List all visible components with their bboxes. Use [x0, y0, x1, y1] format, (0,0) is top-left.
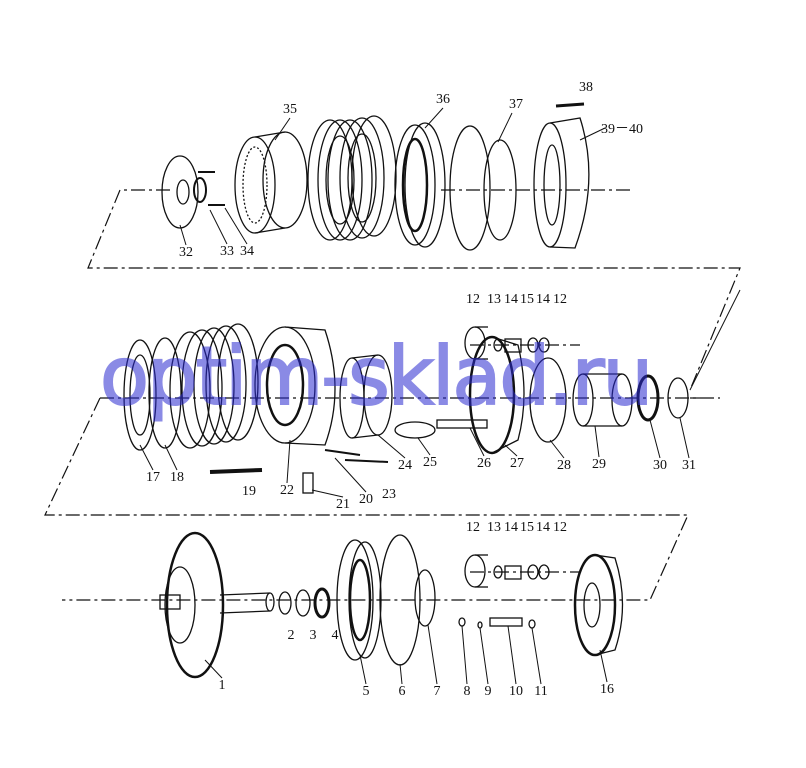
part-label-24: 24: [398, 458, 412, 473]
part-label-26: 26: [477, 456, 491, 471]
planet-gear-assembly-middle: [464, 326, 550, 360]
part-label-8: 8: [463, 684, 471, 699]
part-label-7: 7: [433, 684, 441, 699]
section-boundaries: [44, 189, 741, 601]
leader-lines: [139, 107, 741, 685]
part-26-pin: [436, 419, 488, 429]
part-label-12c: 12: [466, 520, 480, 535]
part-label-36: 36: [436, 92, 450, 107]
part-17-18-plates: [123, 337, 182, 451]
part-label-17: 17: [146, 470, 160, 485]
part-label-5: 5: [362, 684, 370, 699]
part-label-39-40: 39－40: [601, 122, 643, 137]
part-label-19: 19: [242, 484, 256, 499]
part-label-12a: 12: [466, 292, 480, 307]
part-label-14c: 14: [504, 520, 518, 535]
part-30-31-seals: [636, 374, 689, 422]
part-label-3: 3: [309, 628, 317, 643]
part-37-seals: [449, 125, 517, 251]
part-8-11-small-parts: [458, 617, 536, 629]
part-label-14a: 14: [504, 292, 518, 307]
part-label-13a: 13: [487, 292, 501, 307]
part-label-16: 16: [600, 682, 614, 697]
part-19-spring: [209, 468, 263, 474]
part-35-ring-gear: [234, 131, 308, 234]
part-label-12d: 12: [553, 520, 567, 535]
part-2-3-4-rings: [278, 587, 331, 619]
part-label-32: 32: [179, 245, 193, 260]
part-label-18: 18: [170, 470, 184, 485]
part-label-35: 35: [283, 102, 297, 117]
part-label-37: 37: [509, 97, 523, 112]
part-36-piston: [394, 122, 446, 248]
part-label-9: 9: [484, 684, 492, 699]
watermark: optim-sklad.ru: [99, 329, 654, 424]
part-label-30: 30: [653, 458, 667, 473]
part-16-carrier: [573, 553, 624, 657]
part-label-11: 11: [534, 684, 548, 699]
clutch-discs-middle: [169, 323, 259, 449]
part-20-21-23-pins: [302, 449, 389, 494]
part-label-15a: 15: [520, 292, 534, 307]
part-label-22: 22: [280, 483, 294, 498]
clutch-discs-top: [307, 115, 397, 241]
part-label-14d: 14: [536, 520, 550, 535]
part-28-plate: [529, 357, 567, 443]
part-label-13c: 13: [487, 520, 501, 535]
part-label-23: 23: [382, 487, 396, 502]
part-33-34-bolts: [193, 171, 225, 206]
part-label-21: 21: [336, 497, 350, 512]
part-label-38: 38: [579, 80, 593, 95]
part-27-planet-carrier: [468, 335, 525, 455]
part-label-29: 29: [592, 457, 606, 472]
part-label-12b: 12: [553, 292, 567, 307]
part-label-10: 10: [509, 684, 523, 699]
part-label-34: 34: [240, 244, 254, 259]
part-label-31: 31: [682, 458, 696, 473]
part-5-piston: [336, 539, 382, 661]
planet-gear-assembly-bottom: [464, 554, 550, 588]
part-label-27: 27: [510, 456, 524, 471]
part-label-1: 1: [218, 678, 226, 693]
part-label-4: 4: [331, 628, 339, 643]
part-label-28: 28: [557, 458, 571, 473]
part-label-2: 2: [287, 628, 295, 643]
part-label-6: 6: [398, 684, 406, 699]
part-39-40-housing: [533, 102, 590, 249]
part-22-drum: [254, 326, 336, 446]
part-29-shaft: [572, 373, 633, 427]
part-1-gear-shaft: [159, 531, 275, 679]
part-label-14b: 14: [536, 292, 550, 307]
part-label-20: 20: [359, 492, 373, 507]
part-label-15c: 15: [520, 520, 534, 535]
part-32-flange: [161, 155, 199, 229]
part-label-33: 33: [220, 244, 234, 259]
part-label-25: 25: [423, 455, 437, 470]
part-25-ring: [394, 421, 436, 439]
